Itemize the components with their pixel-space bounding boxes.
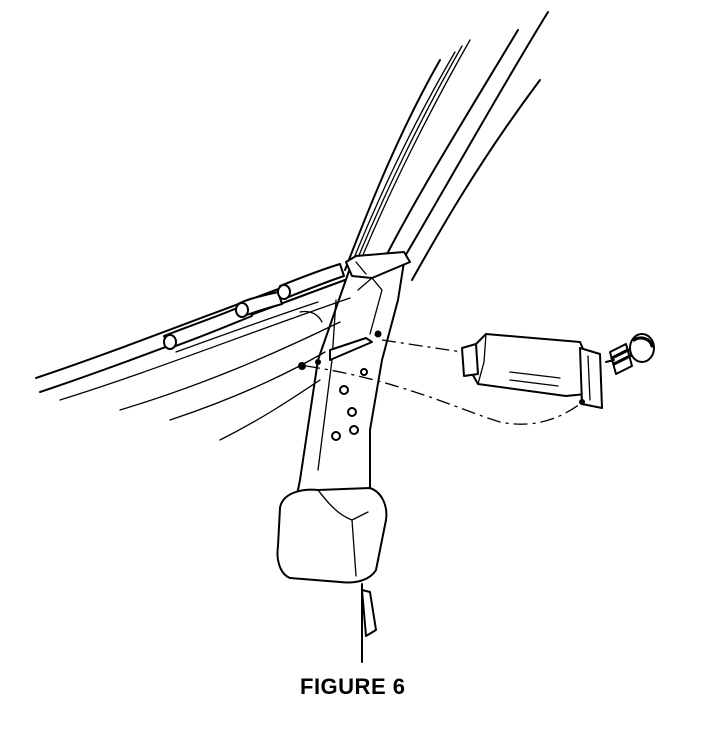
roof-pillar-curves [344, 11, 549, 281]
alignment-lines [305, 339, 581, 425]
b-pillar-trim [276, 251, 411, 663]
roof-side-rail [35, 263, 351, 441]
figure-caption: FIGURE 6 [300, 674, 406, 699]
belt-guide-bracket [461, 333, 603, 409]
bolt [605, 333, 655, 375]
